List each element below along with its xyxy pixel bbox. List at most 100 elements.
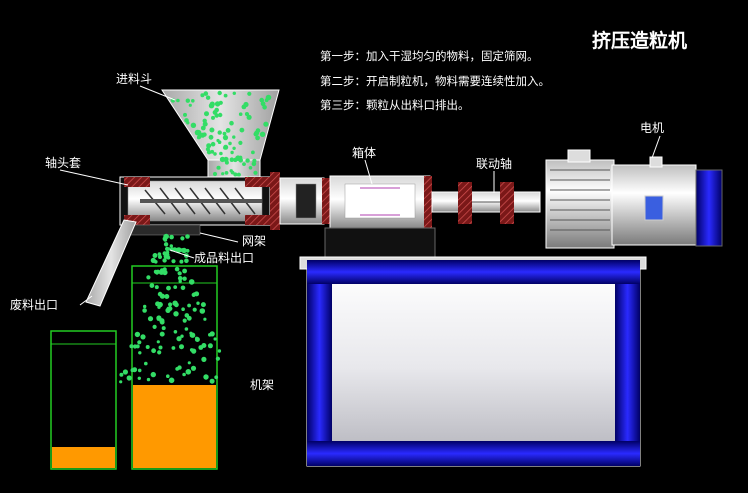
granule [223, 93, 228, 98]
granule [168, 377, 175, 384]
granule [179, 259, 184, 264]
granule [157, 291, 163, 297]
granule [222, 135, 229, 141]
granule [216, 138, 220, 143]
granule [138, 351, 142, 355]
granule [230, 150, 234, 155]
granule [221, 172, 225, 176]
granule [222, 131, 227, 136]
granule [232, 146, 236, 150]
granule [176, 247, 182, 253]
granule [173, 330, 178, 334]
granule [213, 337, 217, 341]
granule [251, 150, 255, 155]
granule [215, 356, 220, 361]
granule [202, 132, 207, 137]
granule [218, 112, 223, 118]
granule [223, 146, 227, 150]
granule [159, 331, 165, 337]
granule [200, 125, 206, 131]
granule [229, 157, 235, 162]
label-hopper: 进料斗 [116, 72, 153, 86]
granule [196, 301, 200, 305]
granule [187, 361, 191, 365]
granule [177, 365, 182, 370]
granule [229, 120, 234, 126]
granule [176, 336, 182, 342]
granule [174, 266, 180, 272]
granule [137, 368, 142, 373]
label-frame: 机架 [250, 378, 275, 392]
granule [182, 268, 188, 274]
granule [181, 247, 187, 254]
granule [146, 275, 151, 280]
granule [246, 114, 252, 120]
granule [174, 302, 179, 308]
granule [166, 285, 171, 291]
granule [232, 135, 236, 139]
granule [154, 270, 160, 275]
granule [210, 141, 216, 147]
granule [216, 165, 221, 170]
granule [200, 302, 206, 308]
granule [232, 91, 236, 96]
granule [126, 375, 132, 381]
granule [165, 307, 171, 313]
granule [208, 333, 212, 337]
granule [119, 380, 123, 384]
granule [197, 134, 202, 139]
granule [177, 276, 183, 281]
granule [229, 169, 233, 173]
label-shaft-sleeve: 轴头套 [45, 156, 82, 170]
screw-barrel [119, 172, 332, 236]
granule [169, 234, 174, 240]
granule [168, 302, 173, 307]
granule [149, 283, 155, 288]
granule [188, 279, 195, 285]
granule [205, 95, 211, 100]
granule [180, 236, 185, 240]
granule [211, 115, 215, 120]
granule [134, 331, 141, 338]
granule [192, 307, 197, 312]
granule [203, 91, 209, 96]
coupling-shaft [431, 182, 541, 224]
granule [202, 118, 207, 124]
granule [228, 141, 232, 146]
granule [176, 98, 180, 103]
granule [180, 285, 186, 291]
granule [217, 349, 222, 353]
flange-hatch [124, 177, 150, 187]
granule [198, 345, 204, 350]
granule [189, 332, 196, 338]
granule [184, 313, 190, 318]
granule [255, 128, 261, 133]
granule [203, 317, 207, 321]
granule [167, 247, 171, 251]
granule [132, 367, 138, 373]
screw-thread [140, 187, 262, 215]
granule [218, 100, 223, 105]
granule [214, 375, 219, 380]
granule [178, 271, 182, 276]
granule [140, 334, 146, 340]
granule [173, 285, 178, 289]
flange-hatch [245, 177, 275, 187]
label-coupling: 联动轴 [476, 157, 513, 171]
granule [150, 371, 156, 378]
machine-frame [299, 256, 647, 467]
granule [146, 377, 151, 382]
granule [194, 337, 200, 342]
granule [179, 344, 184, 350]
granule [191, 348, 197, 354]
granule [212, 171, 218, 177]
granule [190, 122, 197, 128]
granule [187, 303, 192, 308]
granule [199, 308, 206, 314]
granule [217, 90, 222, 96]
granule [255, 135, 260, 141]
granule [119, 372, 124, 377]
granule [161, 326, 166, 331]
granule [185, 369, 192, 375]
granule [156, 340, 160, 344]
